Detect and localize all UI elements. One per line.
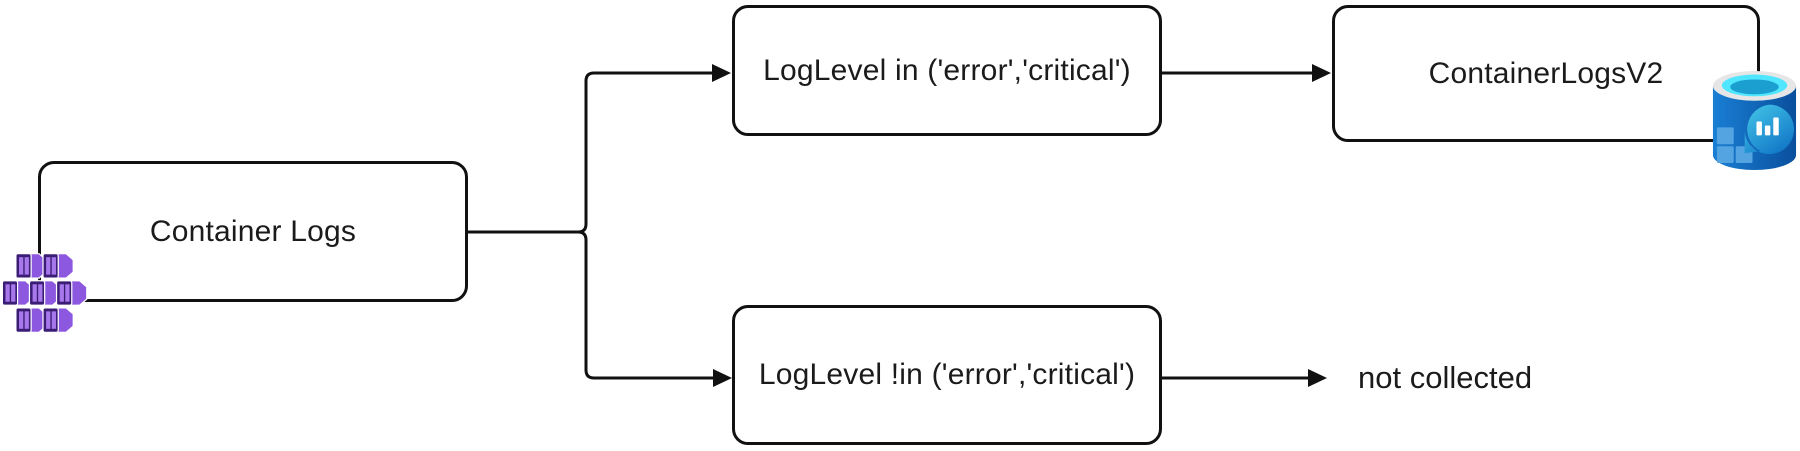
arrowhead-top-filter (712, 64, 731, 82)
source-node-container-logs: Container Logs (38, 161, 468, 302)
not-collected-label: not collected (1358, 360, 1533, 395)
filter-node-loglevel-in: LogLevel in ('error','critical') (732, 5, 1162, 136)
filter-bottom-label: LogLevel !in ('error','critical') (758, 358, 1136, 391)
filter-node-loglevel-not-in: LogLevel !in ('error','critical') (732, 305, 1162, 445)
arrowhead-bottom-filter (713, 369, 732, 387)
source-node-label: Container Logs (149, 214, 357, 248)
container-cluster-icon (2, 253, 88, 333)
log-analytics-icon (1712, 71, 1797, 170)
filter-top-label: LogLevel in ('error','critical') (763, 53, 1131, 87)
la-icon-bar-chart (1756, 117, 1779, 136)
destination-node-label: ContainerLogsV2 (1428, 56, 1664, 90)
connector-branch-top (577, 71, 713, 234)
destination-node-containerlogsv2: ContainerLogsV2 (1332, 5, 1760, 142)
arrowhead-not-collected (1308, 369, 1327, 387)
arrowhead-destination (1312, 64, 1331, 82)
connector-branch-bottom (577, 230, 714, 380)
